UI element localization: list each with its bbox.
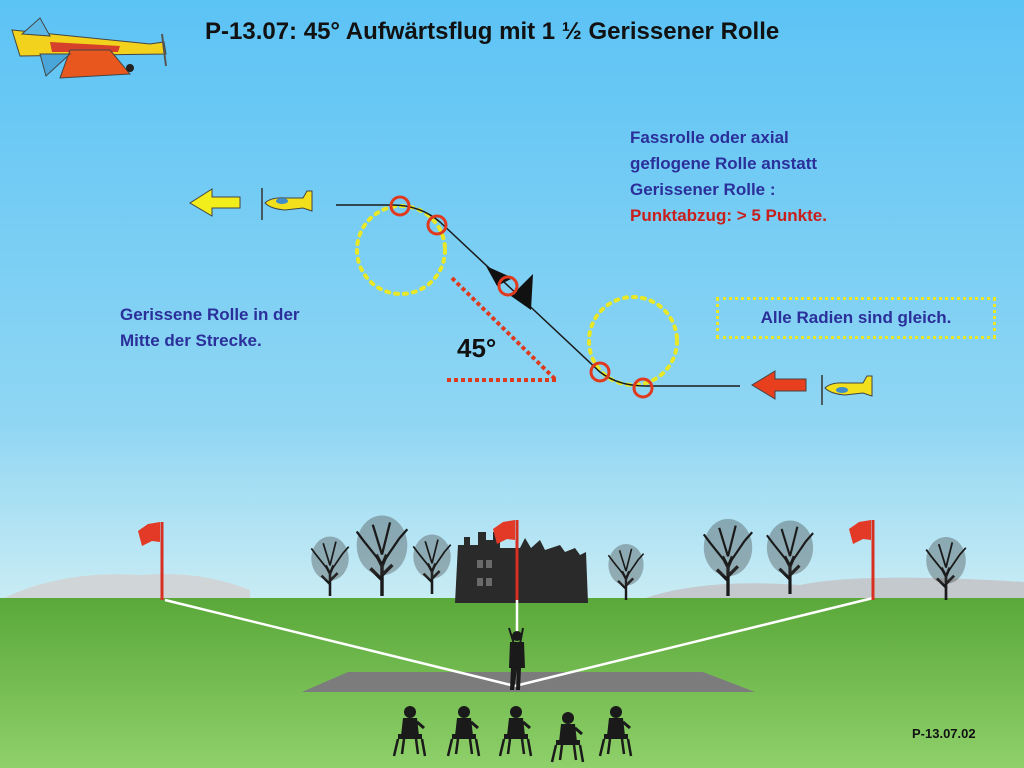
note-line: geflogene Rolle anstatt bbox=[630, 154, 818, 173]
roll-position-note: Gerissene Rolle in der Mitte der Strecke… bbox=[120, 302, 300, 354]
note-line: Fassrolle oder axial bbox=[630, 128, 789, 147]
sky bbox=[0, 0, 1024, 600]
note-line: Mitte der Strecke. bbox=[120, 331, 262, 350]
figure-reference: P-13.07.02 bbox=[912, 726, 976, 741]
penalty-note: Punktabzug: > 5 Punkte. bbox=[630, 206, 827, 225]
note-line: Gerissener Rolle : bbox=[630, 180, 776, 199]
entry-arrow-icon bbox=[751, 370, 807, 400]
radius-note: Alle Radien sind gleich. bbox=[716, 297, 996, 339]
castle-icon bbox=[455, 532, 588, 603]
angle-indicator bbox=[447, 276, 558, 382]
flag-icon bbox=[493, 520, 519, 600]
note-line: Gerissene Rolle in der bbox=[120, 305, 300, 324]
snap-roll-icon bbox=[486, 266, 533, 310]
airplane-icon bbox=[261, 188, 313, 220]
radius-guide-circle bbox=[587, 295, 679, 387]
page-title: P-13.07: 45° Aufwärtsflug mit 1 ½ Geriss… bbox=[205, 18, 780, 45]
hill-right bbox=[640, 577, 1024, 600]
position-markers bbox=[389, 195, 654, 399]
hill-left bbox=[0, 574, 250, 600]
roll-type-note: Fassrolle oder axial geflogene Rolle ans… bbox=[630, 125, 827, 229]
flag-icon bbox=[138, 522, 164, 600]
pilot-icon bbox=[508, 627, 525, 690]
exit-arrow-icon bbox=[189, 188, 241, 217]
flag-icon bbox=[849, 520, 875, 600]
airplane-icon bbox=[821, 375, 873, 405]
airplane-icon bbox=[11, 17, 167, 79]
angle-label: 45° bbox=[457, 333, 497, 363]
